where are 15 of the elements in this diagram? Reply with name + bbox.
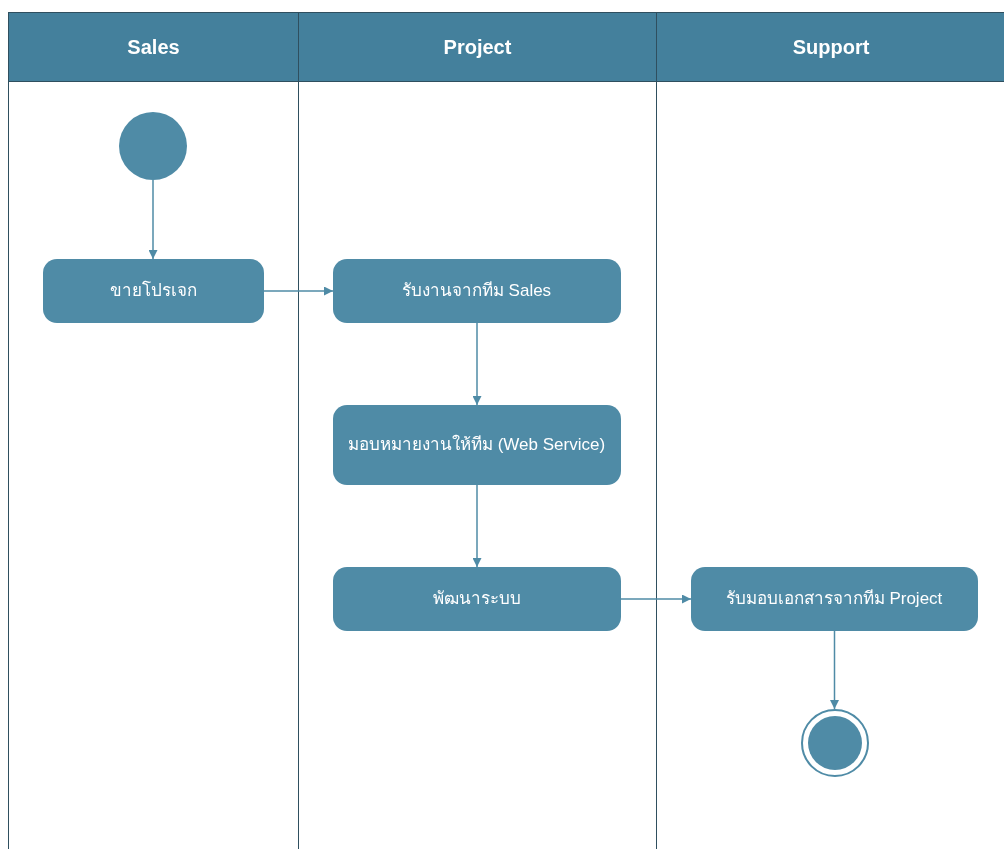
arrow: [472, 484, 482, 568]
arrow: [263, 286, 334, 296]
arrow: [148, 179, 158, 260]
arrow: [830, 630, 839, 710]
action-box: พัฒนาระบบ: [332, 566, 621, 631]
arrow: [620, 594, 692, 604]
action-box: มอบหมายงานให้ทีม (Web Service): [332, 404, 621, 485]
arrow: [472, 322, 482, 406]
lane-header: Project: [299, 13, 656, 82]
lane-header: Sales: [9, 13, 298, 82]
action-box: รับงานจากทีม Sales: [332, 258, 621, 323]
swimlane: [8, 12, 299, 849]
lane-header: Support: [657, 13, 1004, 82]
action-box: รับมอบเอกสารจากทีม Project: [690, 566, 978, 631]
action-box: ขายโปรเจก: [42, 258, 264, 323]
